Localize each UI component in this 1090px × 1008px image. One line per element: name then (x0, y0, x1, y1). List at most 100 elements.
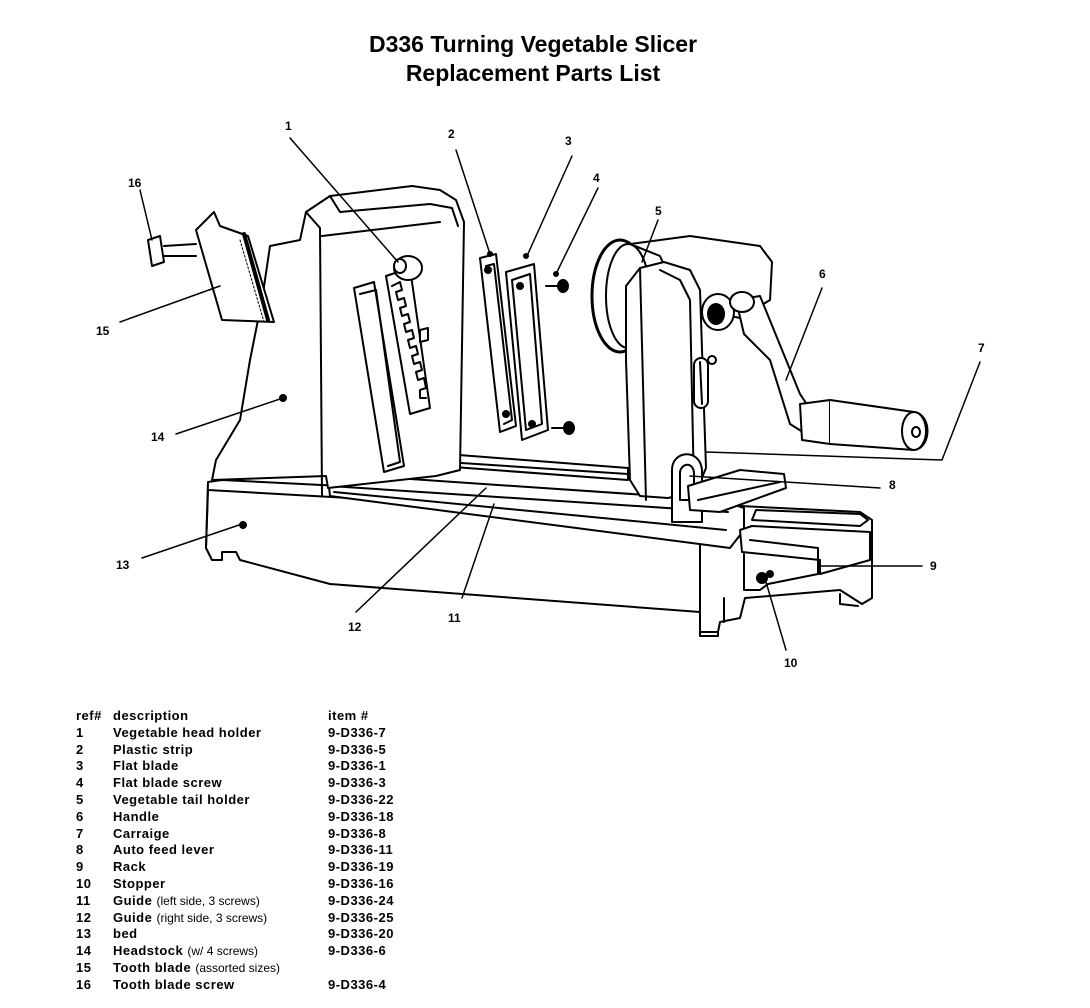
table-header-row: ref# description item # (76, 708, 448, 725)
table-row: 16 Tooth blade screw 9-D336-4 (76, 977, 448, 994)
part-note: (right side, 3 screws) (156, 910, 268, 925)
part-note: (assorted sizes) (195, 960, 281, 975)
part-description: Flat blade screw (113, 775, 328, 792)
part-item-number: 9-D336-6 (328, 943, 387, 959)
part-item-number (328, 960, 448, 977)
flat-blade-screws-drawing (545, 279, 575, 435)
header-ref: ref# (76, 708, 102, 723)
part-description: Guide (left side, 3 screws) (113, 893, 328, 910)
part-description: Tooth blade screw (113, 977, 328, 994)
part-item-number: 9-D336-24 (328, 892, 394, 908)
callout-8: 8 (889, 478, 896, 492)
part-name: Stopper (113, 875, 166, 891)
part-description: Plastic strip (113, 742, 328, 759)
parts-list-body: 1 Vegetable head holder 9-D336-7 2 Plastic s… (76, 725, 448, 994)
part-ref: 16 (76, 976, 92, 992)
callout-4: 4 (593, 171, 600, 185)
part-description: Headstock (w/ 4 screws) (113, 943, 328, 960)
part-description: Stopper (113, 876, 328, 893)
leader-lines (119, 137, 981, 651)
callout-6: 6 (819, 267, 826, 281)
part-name: Carraige (113, 825, 170, 841)
callout-15: 15 (96, 324, 110, 338)
callout-3: 3 (565, 134, 572, 148)
table-row: 13 bed 9-D336-20 (76, 926, 448, 943)
part-ref: 4 (76, 775, 84, 791)
part-description: Rack (113, 859, 328, 876)
part-item-number: 9-D336-18 (328, 808, 394, 824)
callout-11: 11 (448, 611, 461, 625)
part-name: Rack (113, 859, 147, 875)
part-item-number: 9-D336-8 (328, 825, 387, 841)
part-ref: 13 (76, 926, 92, 942)
part-ref: 5 (76, 791, 84, 807)
callout-12: 12 (348, 620, 362, 634)
part-item-number: 9-D336-25 (328, 909, 394, 925)
table-row: 6 Handle 9-D336-18 (76, 809, 448, 826)
callout-9: 9 (930, 559, 937, 573)
header-item: item # (328, 708, 369, 723)
callout-7: 7 (978, 341, 985, 355)
flat-blade-drawing (505, 263, 549, 441)
part-name: Auto feed lever (113, 842, 215, 858)
part-name: Tooth blade (113, 959, 192, 975)
part-ref: 15 (76, 959, 92, 975)
part-item-number: 9-D336-16 (328, 875, 394, 891)
table-row: 1 Vegetable head holder 9-D336-7 (76, 725, 448, 742)
part-item-number: 9-D336-3 (328, 775, 387, 791)
part-description: Tooth blade (assorted sizes) (113, 960, 328, 977)
exploded-parts-diagram: 1 2 3 4 5 6 7 8 9 10 11 12 13 14 15 16 (96, 119, 985, 670)
part-note: (left side, 3 screws) (156, 893, 260, 908)
part-note: (w/ 4 screws) (187, 944, 259, 959)
part-name: Vegetable tail holder (113, 791, 250, 807)
part-ref: 8 (76, 842, 84, 858)
part-name: Handle (113, 808, 160, 824)
part-item-number: 9-D336-4 (328, 976, 387, 992)
part-item-number: 9-D336-20 (328, 926, 394, 942)
part-name: Headstock (113, 943, 184, 959)
part-ref: 11 (76, 892, 91, 908)
part-description: Carraige (113, 826, 328, 843)
table-row: 4 Flat blade screw 9-D336-3 (76, 775, 448, 792)
page-subtitle: Replacement Parts List (405, 60, 661, 86)
part-ref: 9 (76, 859, 84, 875)
tooth-blade-drawing (147, 211, 275, 323)
part-ref: 2 (76, 741, 84, 757)
part-ref: 6 (76, 808, 84, 824)
callout-1: 1 (285, 119, 292, 133)
callout-5: 5 (655, 204, 662, 218)
part-item-number: 9-D336-11 (328, 842, 394, 858)
part-name: bed (113, 926, 138, 942)
part-name: Vegetable head holder (113, 724, 262, 740)
part-description: bed (113, 926, 328, 943)
part-name: Plastic strip (113, 741, 194, 757)
page-title: D336 Turning Vegetable Slicer (368, 31, 698, 57)
part-description: Handle (113, 809, 328, 826)
part-ref: 12 (76, 909, 92, 925)
part-ref: 1 (76, 724, 84, 740)
parts-list-table: ref# description item # 1 Vegetable head … (76, 708, 448, 994)
table-row: 7 Carraige 9-D336-8 (76, 826, 448, 843)
part-description: Auto feed lever (113, 842, 328, 859)
table-row: 15 Tooth blade (assorted sizes) (76, 960, 448, 977)
callout-13: 13 (116, 558, 130, 572)
part-name: Guide (113, 892, 153, 908)
part-item-number: 9-D336-7 (328, 724, 387, 740)
part-ref: 7 (76, 825, 84, 841)
part-description: Guide (right side, 3 screws) (113, 910, 328, 927)
part-description: Vegetable head holder (113, 725, 328, 742)
part-name: Guide (113, 909, 153, 925)
handle-drawing (701, 291, 929, 451)
callout-2: 2 (448, 127, 455, 141)
part-name: Tooth blade screw (113, 976, 235, 992)
part-description: Vegetable tail holder (113, 792, 328, 809)
part-name: Flat blade screw (113, 775, 223, 791)
carriage-drawing (590, 235, 773, 501)
callout-16: 16 (128, 176, 142, 190)
